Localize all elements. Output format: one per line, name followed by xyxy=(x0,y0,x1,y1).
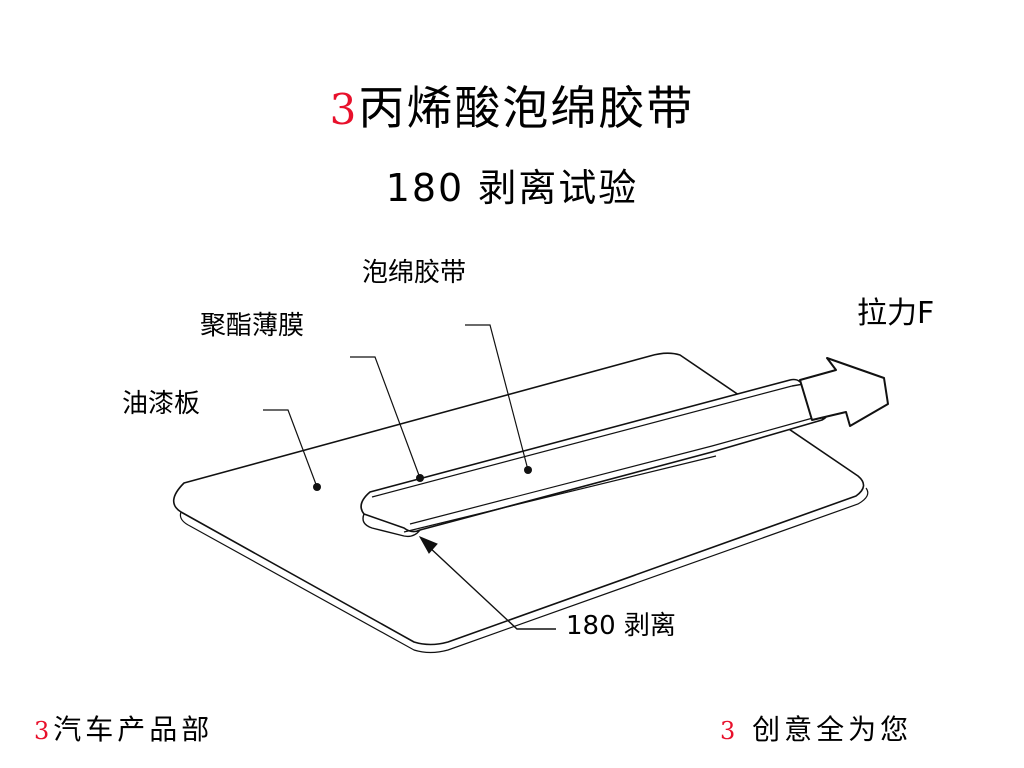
foam-tape-strip xyxy=(360,378,829,533)
peel-arrowhead xyxy=(418,535,438,554)
footer-slogan: 3 创意全为您 xyxy=(720,712,912,749)
footer-right-text: 创意全为您 xyxy=(739,713,913,746)
title-text: 丙烯酸泡绵胶带 xyxy=(358,81,695,135)
leader-painted-panel xyxy=(263,409,318,488)
leader-foam-tape-dot xyxy=(524,466,532,474)
foam-tape-layer-line xyxy=(409,415,821,525)
foam-tape-bottom-line xyxy=(403,455,717,533)
leader-peel xyxy=(427,545,556,630)
footer-left-prefix: 3 xyxy=(34,717,54,745)
leader-foam-tape xyxy=(465,324,529,471)
footer-left-text: 汽车产品部 xyxy=(53,713,214,746)
leader-polyester-film-dot xyxy=(416,474,424,482)
page-subtitle: 180 剥离试验 xyxy=(385,166,639,210)
label-foam-tape: 泡绵胶带 xyxy=(362,258,467,288)
label-polyester-film: 聚酯薄膜 xyxy=(200,311,305,341)
leader-painted-panel-dot xyxy=(313,483,321,491)
label-pull-force: 拉力F xyxy=(857,296,935,331)
page-title: 3丙烯酸泡绵胶带 xyxy=(0,78,1024,140)
pull-force-arrow xyxy=(799,357,889,427)
title-prefix: 3 xyxy=(329,85,359,134)
label-peel: 180 剥离 xyxy=(566,611,676,641)
foam-tape-top-line xyxy=(371,385,793,498)
footer-right-prefix: 3 xyxy=(720,717,740,745)
panel-edge xyxy=(179,487,869,654)
footer-department: 3汽车产品部 xyxy=(34,712,213,749)
leader-polyester-film xyxy=(350,356,421,479)
label-painted-panel: 油漆板 xyxy=(122,389,201,419)
foam-tape-end xyxy=(362,513,421,538)
